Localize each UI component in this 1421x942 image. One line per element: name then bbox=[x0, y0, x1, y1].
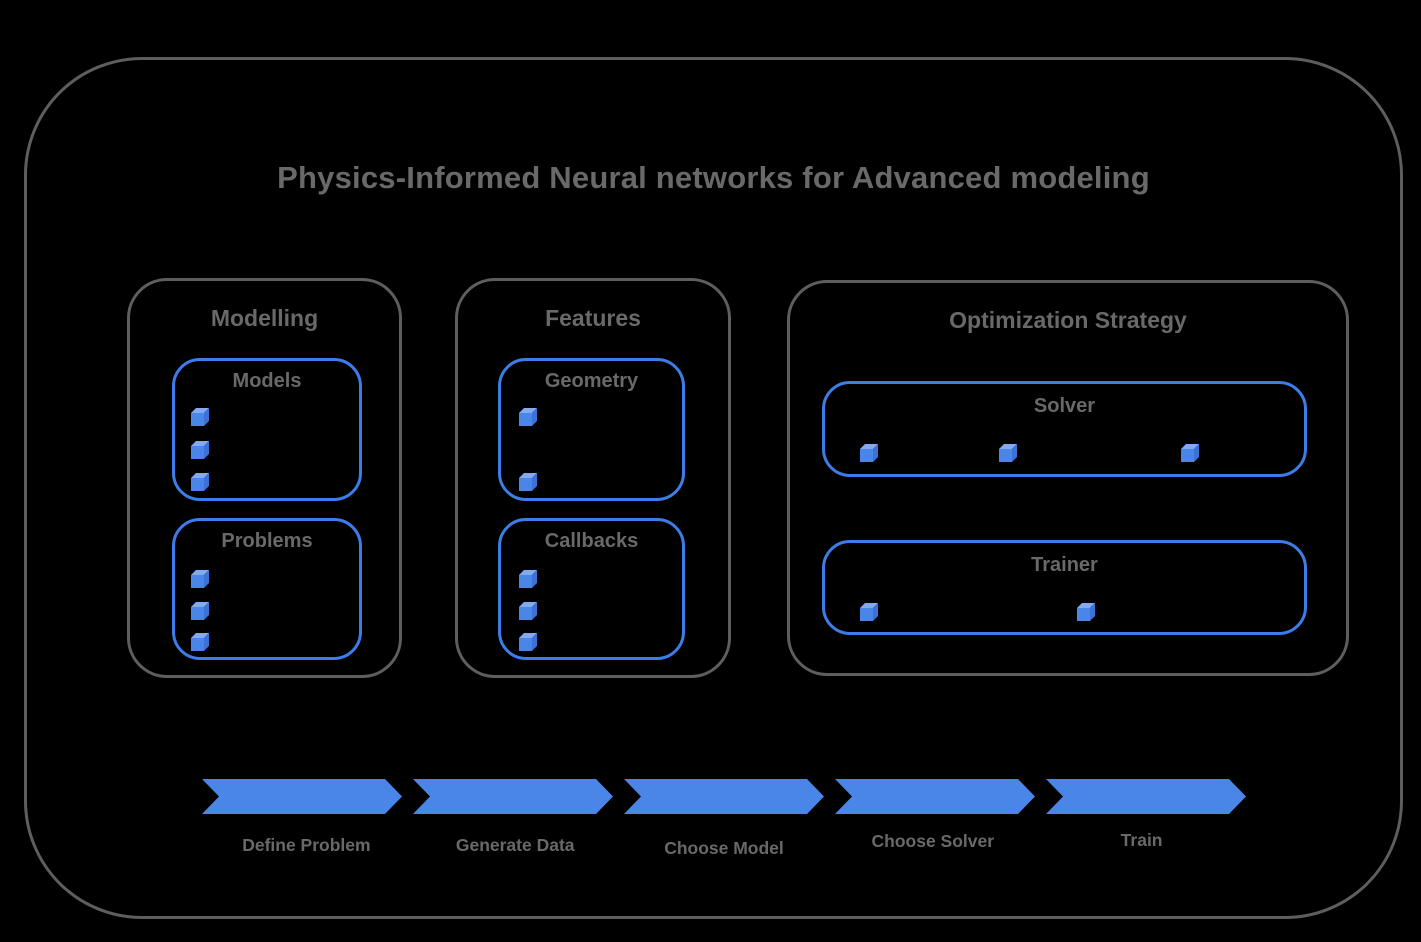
group-problems-title: Problems bbox=[221, 530, 313, 552]
pipeline-arrow-segment bbox=[202, 779, 402, 814]
pipeline-step-label: Generate Data bbox=[455, 835, 575, 855]
pipeline-arrow-segment bbox=[1046, 779, 1246, 814]
item-cube-marker bbox=[519, 473, 537, 491]
diagram-outer-frame: Physics-Informed Neural networks for Adv… bbox=[24, 57, 1403, 919]
pipeline-step-label: Choose Solver bbox=[871, 831, 995, 851]
item-cube-marker bbox=[191, 408, 209, 426]
group-trainer-title: Trainer bbox=[1031, 554, 1098, 576]
item-cube-marker bbox=[191, 473, 209, 491]
item-cube-marker bbox=[519, 602, 537, 620]
item-cube-marker bbox=[191, 441, 209, 459]
group-problems: Problems bbox=[172, 518, 362, 660]
group-trainer: Trainer bbox=[822, 540, 1307, 635]
group-geometry-title: Geometry bbox=[544, 370, 639, 392]
panel-modelling-title: Modelling bbox=[210, 305, 319, 331]
item-cube-marker bbox=[1181, 444, 1199, 462]
group-callbacks: Callbacks bbox=[498, 518, 685, 660]
item-cube-marker bbox=[519, 633, 537, 651]
panel-features-title: Features bbox=[545, 305, 641, 331]
pipeline-arrow-segment bbox=[413, 779, 613, 814]
group-models: Models bbox=[172, 358, 362, 501]
item-cube-marker bbox=[191, 602, 209, 620]
pipeline-arrows bbox=[202, 779, 1246, 814]
pipeline: Define Problem Generate Data Choose Model C… bbox=[202, 779, 1246, 879]
panel-modelling: Modelling Models Problems bbox=[127, 278, 402, 678]
group-callbacks-title: Callbacks bbox=[544, 530, 639, 552]
item-cube-marker bbox=[860, 603, 878, 621]
pipeline-step-label: Train bbox=[1120, 830, 1163, 850]
panel-optimization-strategy: Optimization Strategy Solver Trainer bbox=[787, 280, 1349, 676]
item-cube-marker bbox=[999, 444, 1017, 462]
pipeline-step-labels: Define Problem Generate Data Choose Model C… bbox=[202, 830, 1246, 858]
item-cube-marker bbox=[860, 444, 878, 462]
item-cube-marker bbox=[1077, 603, 1095, 621]
pipeline-step-label: Choose Model bbox=[664, 838, 784, 858]
pipeline-arrow-segment bbox=[835, 779, 1035, 814]
group-solver: Solver bbox=[822, 381, 1307, 477]
item-cube-marker bbox=[191, 570, 209, 588]
panel-features: Features Geometry Callbacks bbox=[455, 278, 731, 678]
diagram-title: Physics-Informed Neural networks for Adv… bbox=[277, 160, 1150, 195]
pipeline-step-label: Define Problem bbox=[242, 835, 371, 855]
item-cube-marker bbox=[519, 408, 537, 426]
group-solver-title: Solver bbox=[1033, 395, 1096, 417]
group-geometry: Geometry bbox=[498, 358, 685, 501]
pipeline-arrow-segment bbox=[624, 779, 824, 814]
group-models-title: Models bbox=[232, 370, 302, 392]
item-cube-marker bbox=[191, 633, 209, 651]
panel-optimization-strategy-title: Optimization Strategy bbox=[949, 307, 1187, 333]
item-cube-marker bbox=[519, 570, 537, 588]
